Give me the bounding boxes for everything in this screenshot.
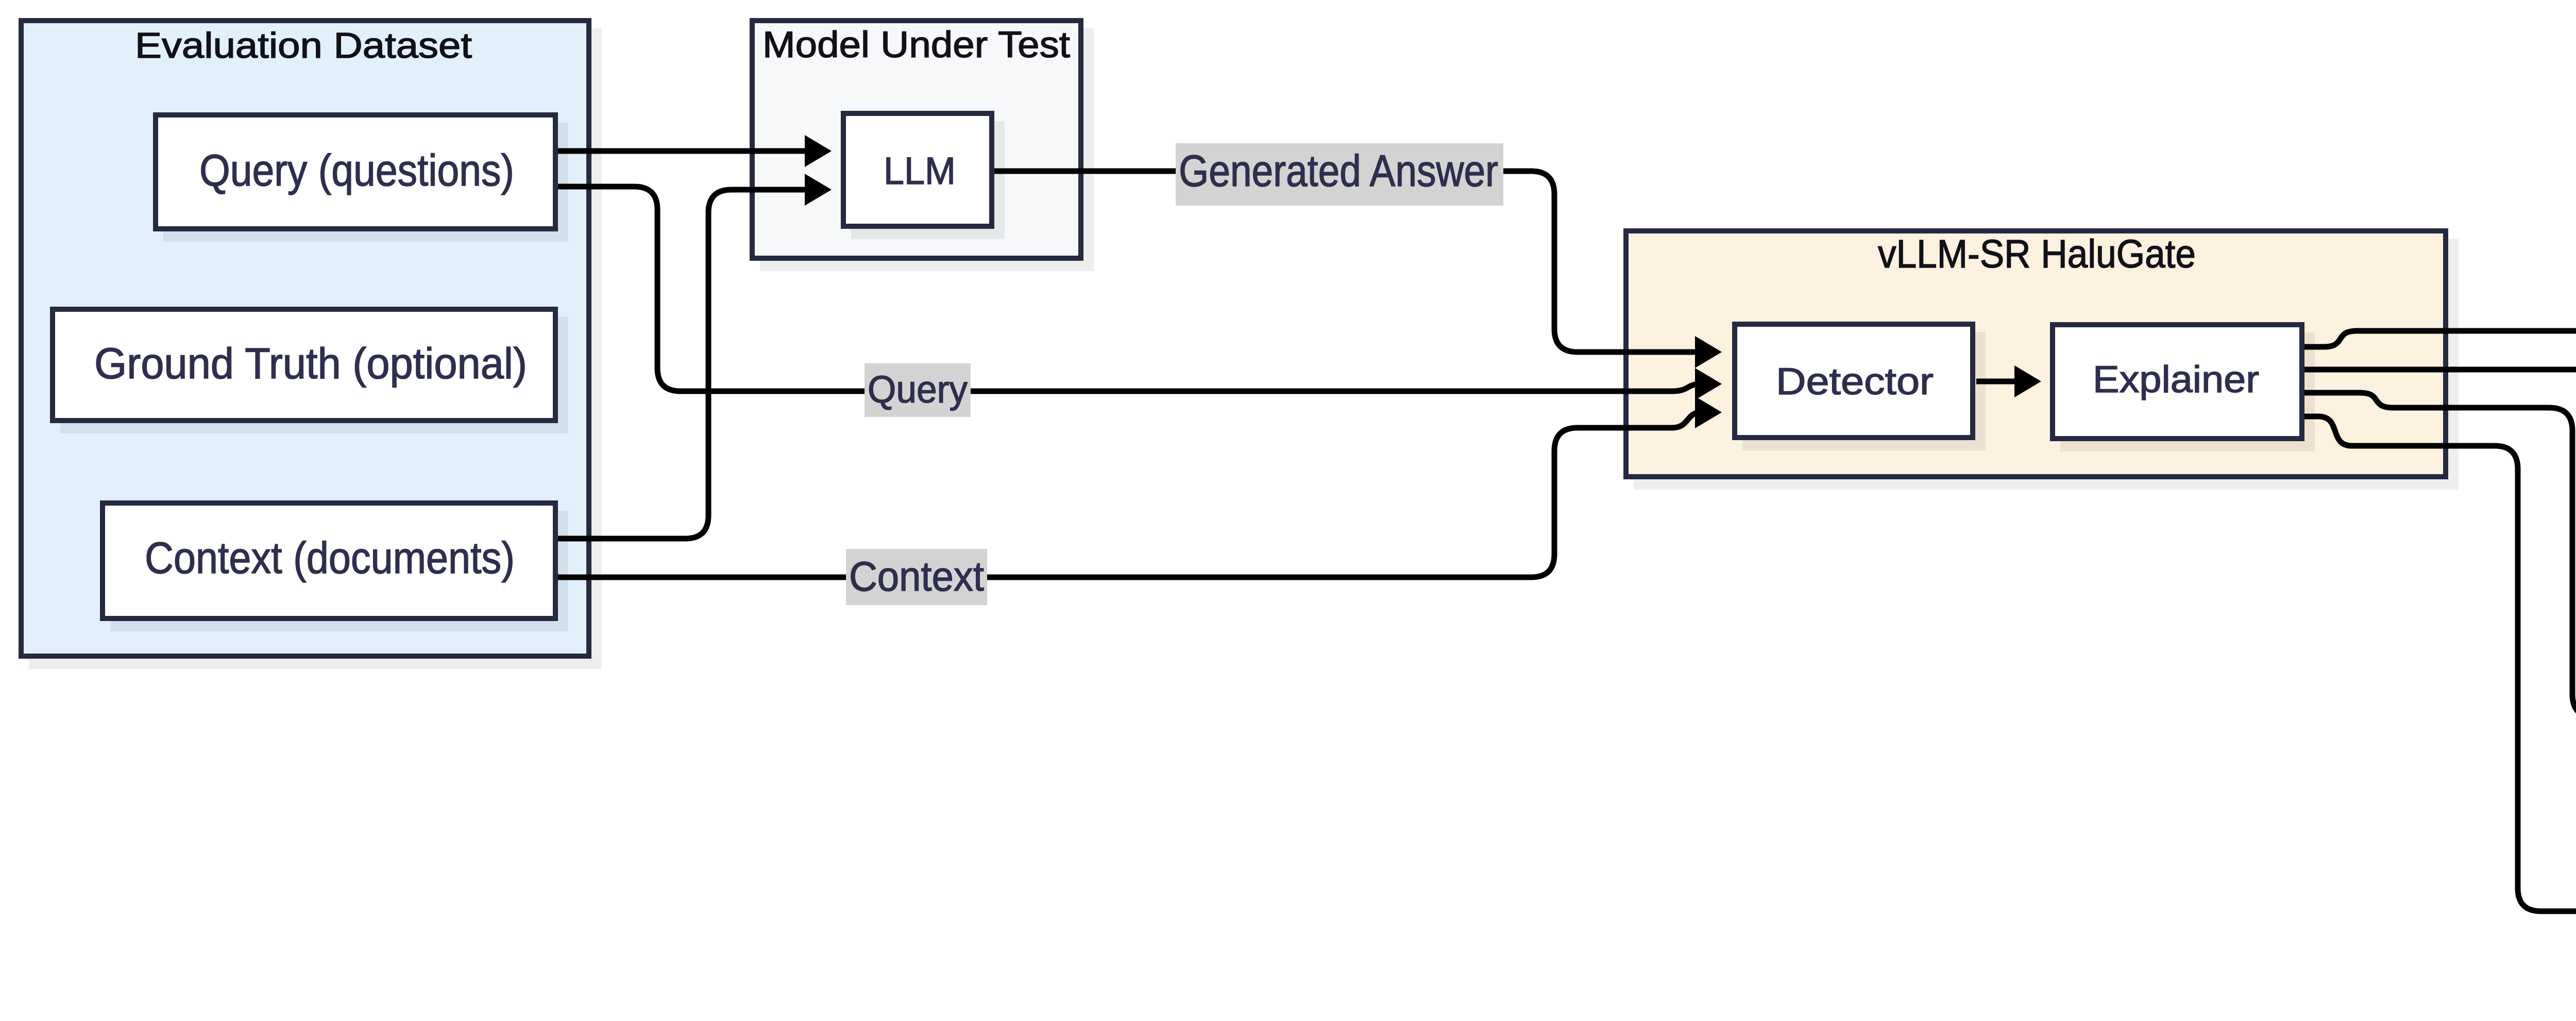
- svg-text:Context (documents): Context (documents): [145, 533, 515, 583]
- svg-text:LLM: LLM: [884, 149, 956, 192]
- svg-text:Generated Answer: Generated Answer: [1179, 146, 1498, 196]
- svg-text:vLLM-SR HaluGate: vLLM-SR HaluGate: [1878, 232, 2196, 276]
- svg-text:Ground Truth (optional): Ground Truth (optional): [94, 339, 527, 388]
- svg-text:Context: Context: [849, 554, 984, 600]
- svg-text:Evaluation Dataset: Evaluation Dataset: [135, 25, 472, 65]
- svg-text:Query: Query: [868, 368, 968, 411]
- svg-text:Detector: Detector: [1776, 361, 1934, 403]
- svg-text:Model Under Test: Model Under Test: [762, 25, 1070, 65]
- svg-text:Query (questions): Query (questions): [199, 146, 514, 195]
- svg-text:Explainer: Explainer: [2093, 359, 2259, 400]
